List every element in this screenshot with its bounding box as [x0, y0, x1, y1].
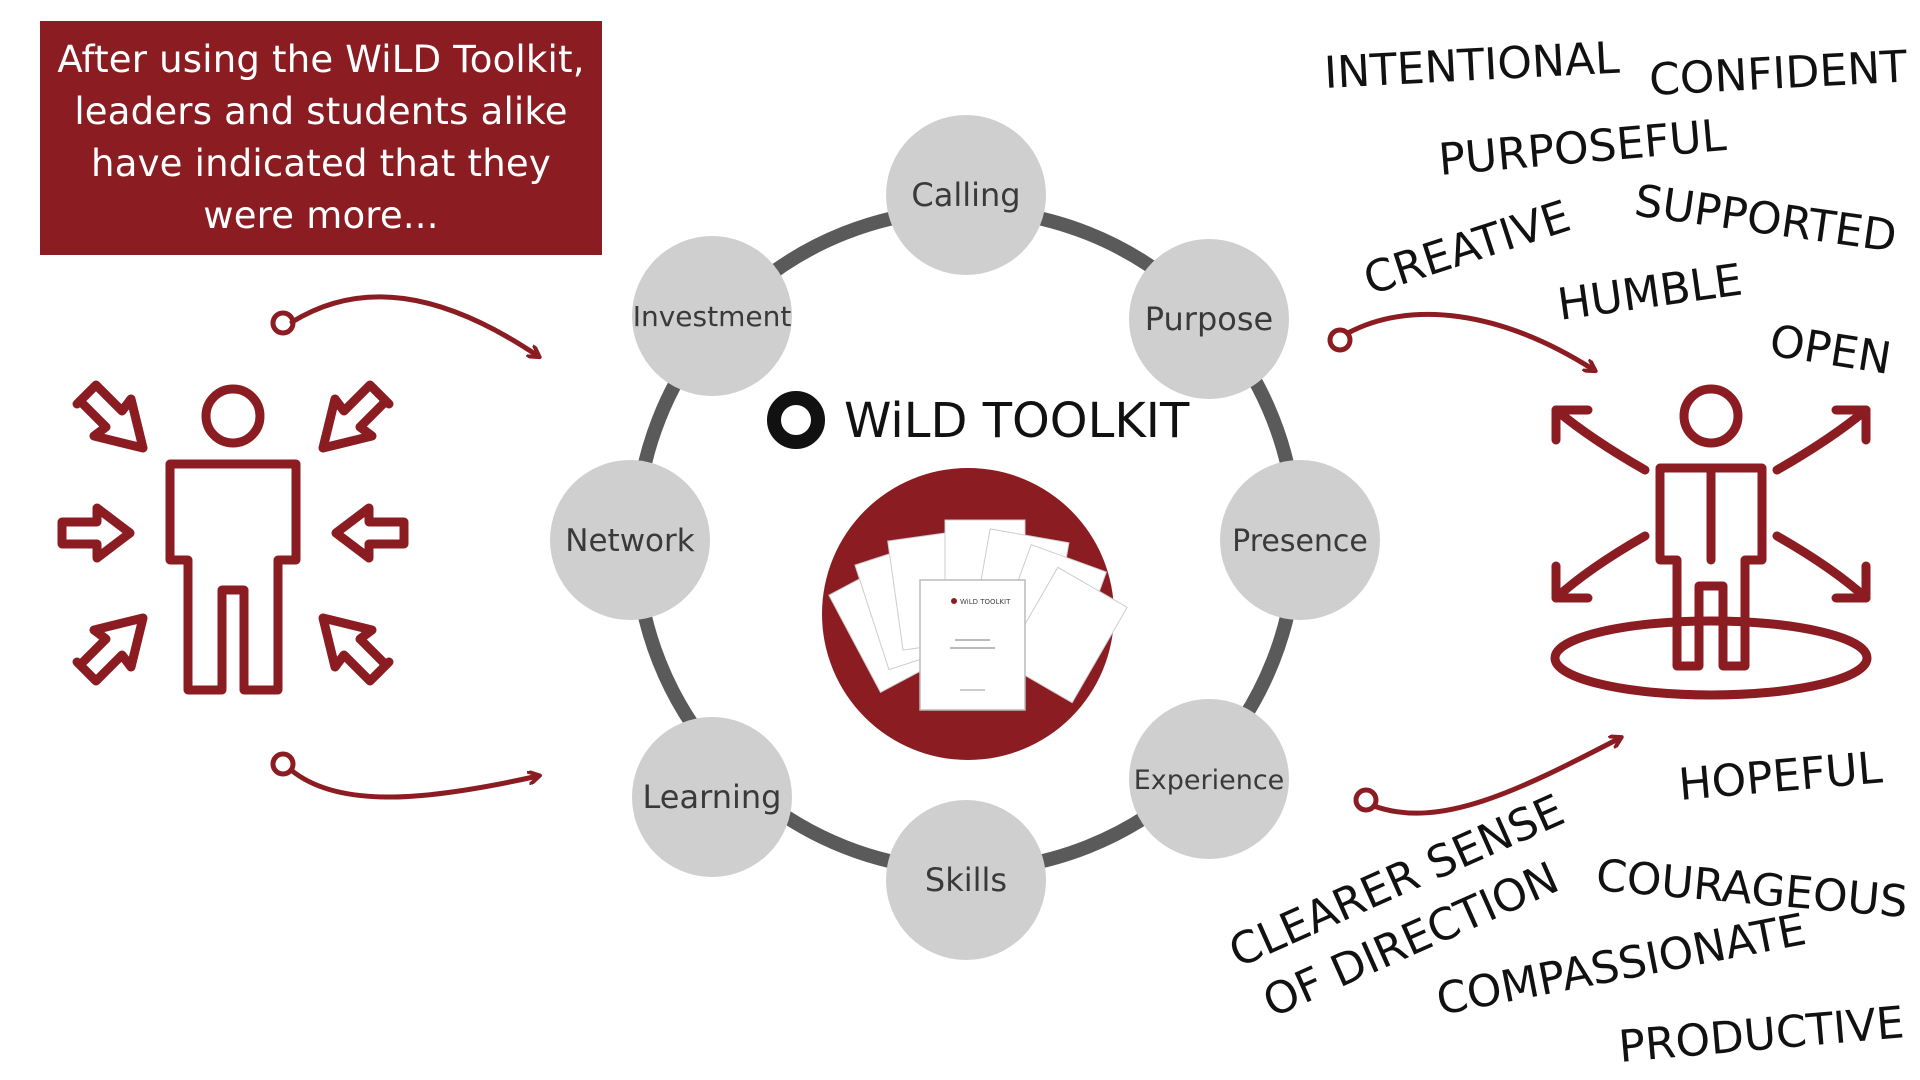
intro-box: After using the WiLD Toolkit, leaders an… — [40, 21, 602, 255]
node-presence: Presence — [1220, 460, 1380, 620]
person-outward-arrows-icon — [1550, 384, 1872, 700]
node-label: Presence — [1232, 524, 1368, 559]
node-purpose: Purpose — [1129, 239, 1289, 399]
outcome-word: CREATIVE — [1358, 191, 1577, 305]
node-label: Learning — [643, 778, 782, 816]
node-calling: Calling — [886, 115, 1046, 275]
node-network: Network — [550, 460, 710, 620]
node-label: Experience — [1134, 765, 1285, 796]
node-label: Investment — [633, 300, 792, 333]
node-label: Purpose — [1145, 300, 1273, 338]
outcome-word: CONFIDENT — [1648, 42, 1908, 106]
node-experience: Experience — [1129, 699, 1289, 859]
node-learning: Learning — [632, 717, 792, 877]
toolkit-cards-icon: WiLD TOOLKIT — [822, 468, 1128, 760]
toolkit-title: WiLD TOOLKIT — [844, 393, 1190, 449]
outcome-word: HOPEFUL — [1677, 742, 1885, 811]
connector-arrow-top-left — [270, 294, 538, 356]
node-label: Network — [565, 523, 694, 559]
outcome-word: INTENTIONAL — [1323, 33, 1621, 99]
outcome-word: OPEN — [1766, 315, 1894, 384]
outcomes-top: INTENTIONAL CONFIDENT PURPOSEFUL CREATIV… — [1323, 33, 1908, 385]
ring-logo-icon — [767, 391, 825, 449]
outcomes-bottom: HOPEFUL CLEARER SENSE OF DIRECTION COURA… — [1222, 742, 1910, 1073]
node-investment: Investment — [632, 236, 792, 396]
outcome-word: SUPPORTED — [1631, 175, 1899, 262]
toolkit-card-text: WiLD TOOLKIT — [960, 598, 1011, 606]
person-inward-arrows-icon — [57, 380, 409, 695]
node-label: Calling — [911, 176, 1020, 214]
outcome-word: PRODUCTIVE — [1617, 997, 1907, 1073]
outcome-word: PURPOSEFUL — [1437, 110, 1729, 186]
node-skills: Skills — [886, 800, 1046, 960]
connector-arrow-top-right — [1327, 311, 1594, 370]
connector-arrow-bottom-right — [1353, 738, 1620, 816]
connector-arrow-bottom-left — [270, 751, 538, 800]
node-label: Skills — [925, 861, 1007, 899]
intro-text: After using the WiLD Toolkit, leaders an… — [57, 38, 585, 237]
outcome-word: HUMBLE — [1554, 255, 1745, 331]
